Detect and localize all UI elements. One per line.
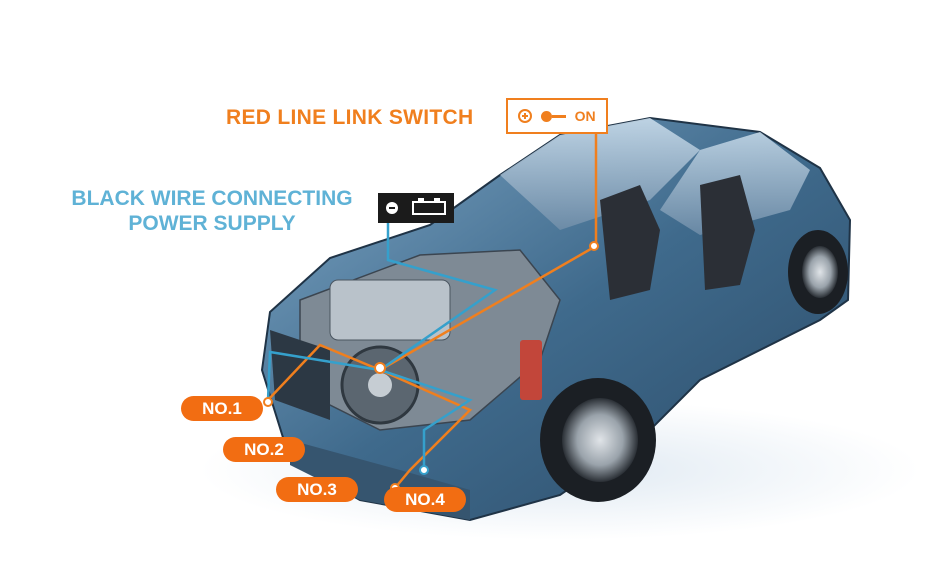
black-wire-label: BLACK WIRE CONNECTING POWER SUPPLY <box>53 186 371 236</box>
windshield <box>500 118 700 230</box>
blue-wire <box>379 368 473 470</box>
seat <box>700 175 755 290</box>
seat <box>600 185 660 300</box>
junction-dot <box>589 241 599 251</box>
suspension-spring <box>520 340 542 400</box>
point-no2: NO.2 <box>223 437 305 462</box>
engine-block <box>329 279 451 341</box>
black-wire-label-line2: POWER SUPPLY <box>128 212 296 235</box>
connection-dot <box>419 465 429 475</box>
blue-wire <box>379 222 498 372</box>
switch-indicator: ON <box>506 98 608 134</box>
blue-wiring <box>266 222 498 470</box>
switch-state: ON <box>574 108 596 124</box>
connection-dot <box>263 397 273 407</box>
key-icon <box>540 110 566 122</box>
junction-dot <box>374 362 386 374</box>
minus-icon <box>386 202 398 214</box>
grille <box>270 330 330 420</box>
point-no4: NO.4 <box>384 487 466 512</box>
red-line-switch-label: RED LINE LINK SWITCH <box>226 106 474 129</box>
black-wire-label-line1: BLACK WIRE CONNECTING <box>71 187 353 210</box>
plus-icon <box>518 109 533 123</box>
battery-cell-icon <box>412 198 446 215</box>
point-no3: NO.3 <box>276 477 358 502</box>
battery-icon <box>378 193 454 223</box>
blue-wire <box>266 350 381 401</box>
point-no1: NO.1 <box>181 396 263 421</box>
orange-wire <box>267 343 381 401</box>
orange-wire <box>379 368 473 489</box>
